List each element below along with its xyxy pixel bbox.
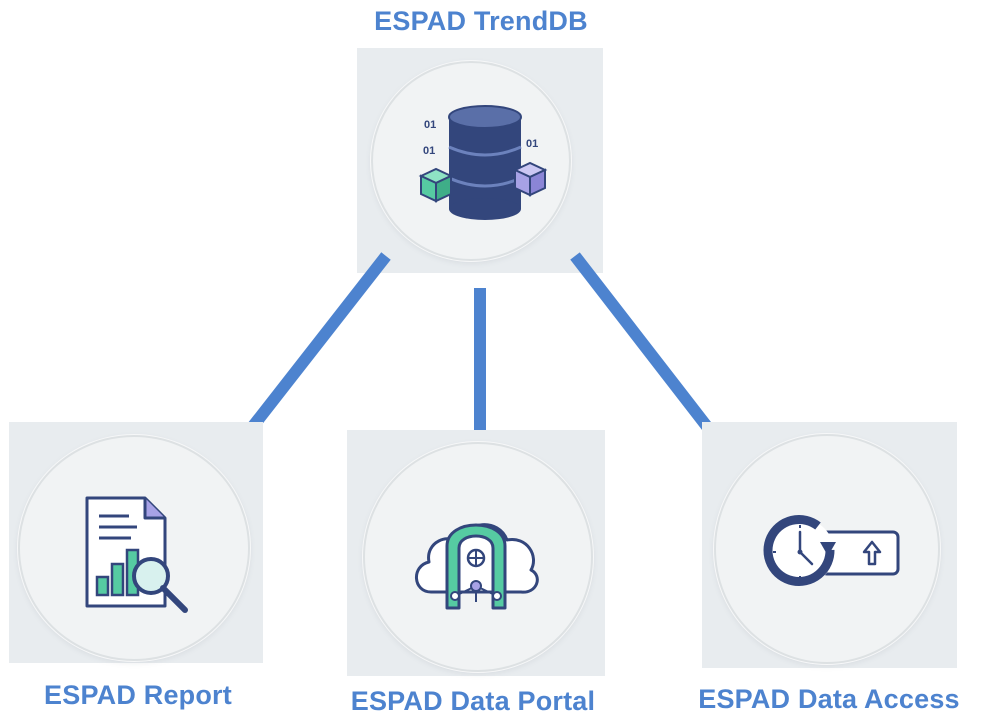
report-title: ESPAD Report	[44, 680, 232, 710]
root-node-circle	[371, 61, 571, 261]
report-chart-magnifier-icon	[85, 496, 188, 613]
arrow-to-report	[231, 252, 391, 452]
clock-upload-icon	[763, 515, 900, 586]
binary-label: 01	[424, 119, 436, 131]
data-portal-title: ESPAD Data Portal	[350, 686, 596, 716]
binary-label: 01	[526, 138, 538, 150]
data-portal-cloud-gate-icon	[415, 523, 539, 610]
root-node-card: 01 01 01	[357, 48, 603, 273]
binary-label: 01	[423, 145, 435, 157]
database-icon: 01 01 01	[418, 105, 548, 220]
data-portal-node-card	[347, 430, 605, 676]
report-node-card	[9, 422, 263, 663]
arrow-to-data-access	[570, 252, 727, 450]
data-access-title: ESPAD Data Access	[698, 684, 960, 714]
data-access-node-card	[702, 422, 957, 668]
root-title: ESPAD TrendDB	[374, 6, 588, 36]
